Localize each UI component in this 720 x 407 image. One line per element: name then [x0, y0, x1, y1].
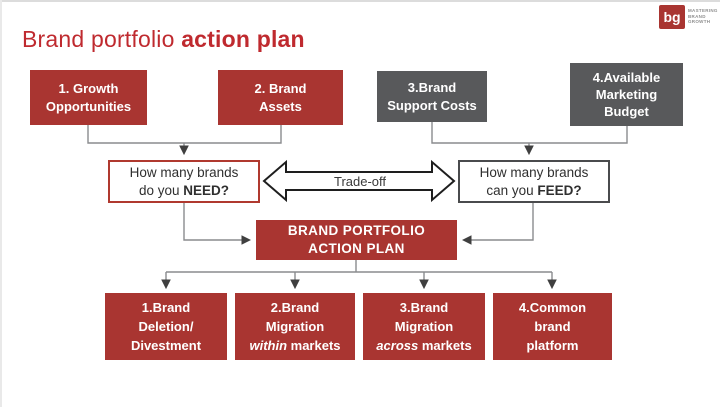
outcome-rest: Divestment	[130, 338, 202, 353]
outcome-italic: across	[376, 338, 419, 353]
slide-left-edge	[0, 0, 2, 407]
outcome-pre: 1.Brand Deletion/	[138, 300, 194, 334]
outcome-rest: platform	[526, 338, 579, 353]
need-line1: How many brands	[129, 164, 239, 180]
logo-tagline-line: BRAND	[688, 13, 706, 19]
logo-tagline-line: MASTERING	[688, 8, 718, 13]
outcome-pre: 2.Brand Migration	[265, 300, 325, 334]
box-label: How many brands can you FEED?	[480, 164, 589, 200]
box-brand-support-costs: 3.Brand Support Costs	[377, 71, 487, 122]
title-normal: Brand portfolio	[22, 26, 182, 52]
need-line2-prefix: do you	[138, 182, 184, 198]
box-label: 3.Brand Support Costs	[387, 79, 477, 113]
box-brand-deletion: 1.Brand Deletion/ Divestment	[105, 293, 227, 360]
feed-line1: How many brands	[479, 164, 589, 180]
box-label: 1. Growth Opportunities	[45, 80, 132, 114]
box-label: 2.Brand Migration within markets	[249, 298, 340, 355]
box-feed-question: How many brands can you FEED?	[458, 160, 610, 203]
feed-line2-prefix: can you	[486, 182, 538, 198]
logo-mark-icon: bg	[659, 5, 685, 29]
box-common-platform: 4.Common brand platform	[493, 293, 612, 360]
outcome-rest: markets	[287, 338, 341, 353]
slide-top-edge	[0, 0, 720, 2]
outcome-rest: markets	[418, 338, 472, 353]
box-label: 4.Common brand platform	[519, 298, 586, 355]
brandgym-logo: bg MASTERING BRAND GROWTH	[659, 5, 718, 29]
box-label: 1.Brand Deletion/ Divestment	[131, 298, 201, 355]
box-brand-assets: 2. Brand Assets	[218, 70, 343, 125]
box-need-question: How many brands do you NEED?	[108, 160, 260, 203]
box-label: 3.Brand Migration across markets	[376, 298, 471, 355]
feed-line2-bold: FEED?	[537, 182, 582, 198]
outcome-italic: within	[249, 338, 288, 353]
box-growth-opportunities: 1. Growth Opportunities	[30, 70, 147, 125]
logo-tagline-line: GROWTH	[688, 19, 711, 24]
title-bold: action plan	[181, 26, 305, 52]
need-line2-bold: NEED?	[183, 182, 230, 198]
box-migration-within: 2.Brand Migration within markets	[235, 293, 355, 360]
box-action-plan: BRAND PORTFOLIO ACTION PLAN	[256, 220, 457, 260]
box-marketing-budget: 4.Available Marketing Budget	[570, 63, 683, 126]
outcome-pre: 3.Brand Migration	[394, 300, 454, 334]
box-label: 4.Available Marketing Budget	[592, 70, 661, 119]
tradeoff-label: Trade-off	[333, 174, 387, 189]
outcome-pre: 4.Common brand	[518, 300, 587, 334]
box-label: How many brands do you NEED?	[130, 164, 239, 200]
box-migration-across: 3.Brand Migration across markets	[363, 293, 485, 360]
page-title: Brand portfolio action plan	[22, 26, 305, 53]
box-label: BRAND PORTFOLIO ACTION PLAN	[287, 223, 426, 256]
logo-tagline: MASTERING BRAND GROWTH	[688, 8, 718, 25]
box-label: 2. Brand Assets	[254, 80, 307, 114]
